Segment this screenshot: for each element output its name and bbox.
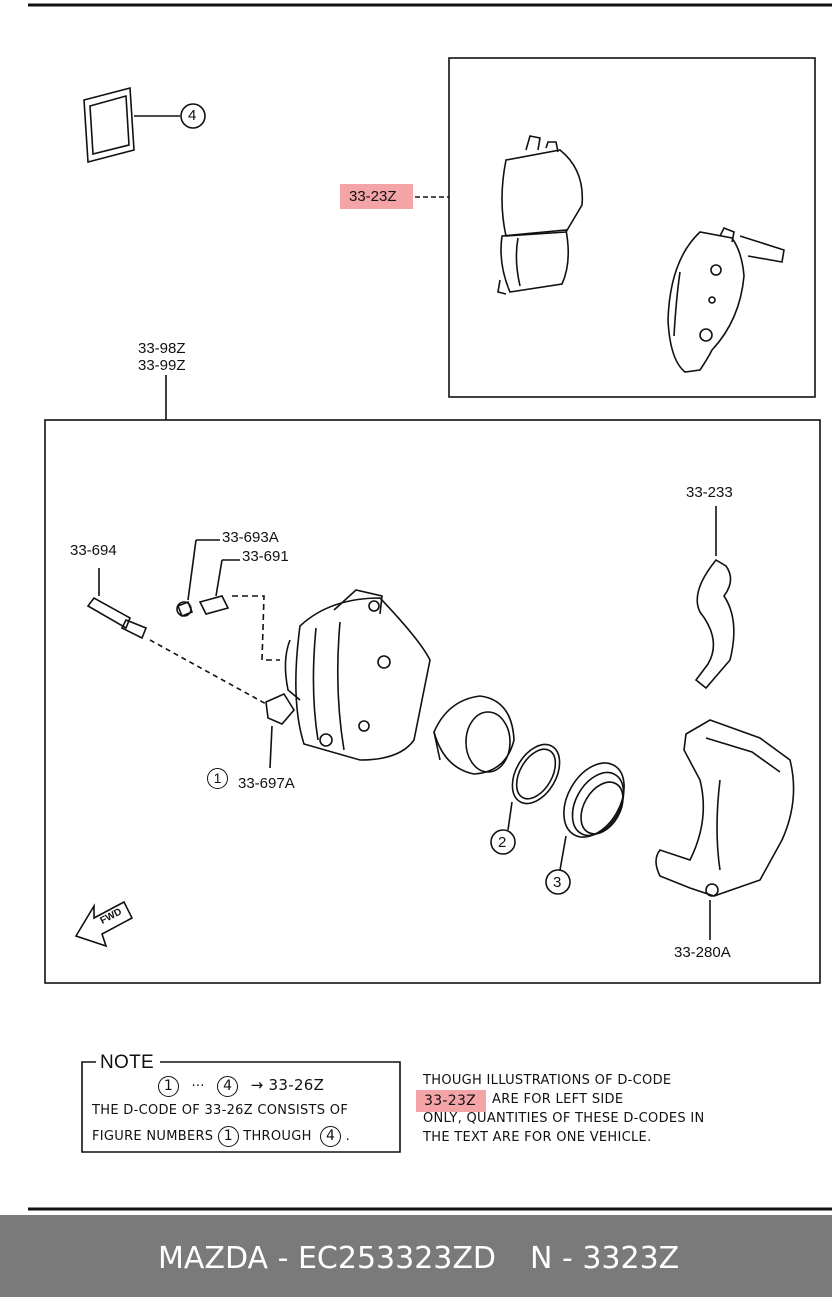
- label-caliper-assy-2[interactable]: 33-99Z: [138, 357, 186, 374]
- pad-kit-box: [448, 57, 816, 398]
- note-dots: ···: [191, 1079, 205, 1094]
- bleeder-drawing: [176, 539, 280, 661]
- right-note-line-4: THE TEXT ARE FOR ONE VEHICLE.: [423, 1130, 652, 1145]
- label-bracket[interactable]: 33-280A: [674, 944, 731, 961]
- label-boot[interactable]: 33-697A: [238, 775, 295, 792]
- note-circle-1b: 1: [217, 1126, 239, 1147]
- right-note-code[interactable]: 33-23Z: [424, 1093, 477, 1109]
- boot-circled-number: 1: [207, 768, 228, 789]
- item-4-number: 4: [188, 107, 197, 124]
- note-box: [81, 1061, 401, 1153]
- seal-ring-drawing: [490, 743, 561, 855]
- highlight-pad-kit: [340, 184, 413, 209]
- exploded-diagram: [28, 3, 832, 1211]
- guide-pin-drawing: [86, 568, 269, 706]
- item-2-number: 2: [498, 834, 507, 851]
- label-shim[interactable]: 33-233: [686, 484, 733, 501]
- note-title: NOTE: [100, 1052, 154, 1073]
- footer-bar: [0, 1215, 832, 1297]
- item-3-number: 3: [553, 874, 562, 891]
- note-circle-4: 4: [217, 1076, 239, 1097]
- caliper-box: [44, 419, 821, 984]
- note-circle-4b: 4: [320, 1126, 342, 1147]
- footer-code: N - 3323Z: [530, 1241, 680, 1276]
- note-arrow-code: → 33-26Z: [250, 1076, 325, 1094]
- brake-pad-inner-drawing: [497, 135, 584, 295]
- note-figure-numbers: FIGURE NUMBERS: [92, 1129, 214, 1144]
- mounting-bracket-drawing: [655, 719, 795, 940]
- circle-1: 1: [207, 768, 228, 789]
- note-line-3: FIGURE NUMBERS 1 THROUGH 4 .: [92, 1126, 350, 1147]
- label-bleeder[interactable]: 33-691: [242, 548, 289, 565]
- right-note-line-1: THOUGH ILLUSTRATIONS OF D-CODE: [423, 1073, 672, 1088]
- note-through: THROUGH: [243, 1129, 312, 1144]
- boot-drawing: [265, 692, 295, 769]
- grease-packet-drawing: [83, 86, 206, 164]
- label-cap[interactable]: 33-693A: [222, 529, 279, 546]
- right-note-line-3: ONLY, QUANTITIES OF THESE D-CODES IN: [423, 1111, 705, 1126]
- brake-pad-outer-drawing: [667, 226, 785, 373]
- note-period: .: [345, 1129, 350, 1144]
- label-guide-pin[interactable]: 33-694: [70, 542, 117, 559]
- piston-drawing: [433, 695, 515, 775]
- shim-drawing: [694, 506, 735, 690]
- dust-boot-drawing: [545, 762, 625, 895]
- highlight-note-code: [416, 1090, 486, 1112]
- right-note-line-2: ARE FOR LEFT SIDE: [492, 1092, 624, 1107]
- note-circle-1: 1: [158, 1076, 179, 1097]
- note-line-1: 1 ··· 4 → 33-26Z: [158, 1076, 324, 1097]
- footer-part-number: MAZDA - EC253323ZD: [158, 1241, 497, 1276]
- note-line-2: THE D-CODE OF 33-26Z CONSISTS OF: [92, 1103, 349, 1118]
- fwd-arrow-drawing: [74, 900, 134, 948]
- label-pad-kit[interactable]: 33-23Z: [349, 188, 397, 205]
- label-caliper-assy-1[interactable]: 33-98Z: [138, 340, 186, 357]
- caliper-body-drawing: [284, 589, 431, 761]
